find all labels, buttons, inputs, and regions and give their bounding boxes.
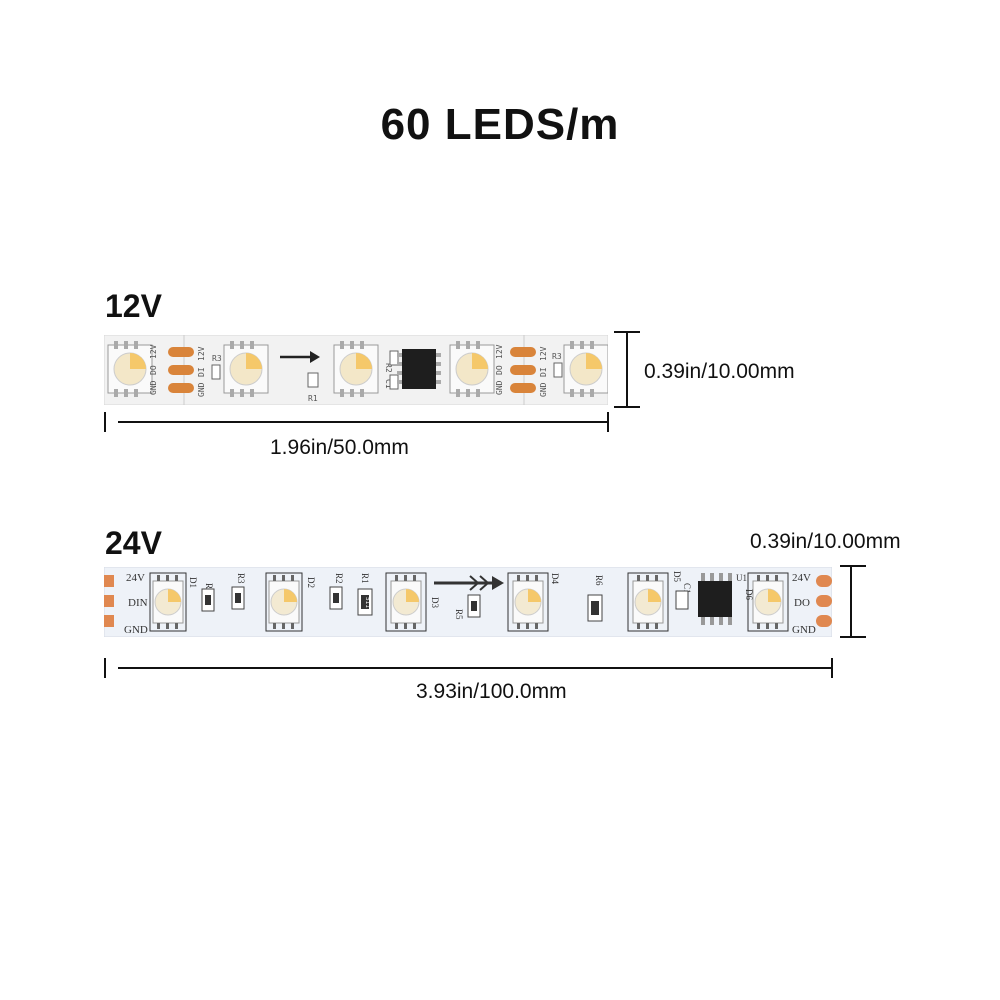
pad-label: DI: [539, 367, 548, 377]
pad-label: DI: [197, 367, 206, 377]
led-chip: [107, 341, 153, 397]
led-chip: [563, 341, 608, 397]
height-dimension-12v: [612, 331, 642, 409]
pad-label: GND: [197, 382, 206, 397]
height-dimension-12v-label: 0.39in/10.00mm: [644, 360, 795, 383]
pad-label: 12V: [539, 346, 548, 361]
strip-24v: 24V DIN GND D1 R4 R3 D2 R2 R1 511 D3: [104, 567, 832, 637]
pad-label: 24V: [126, 572, 145, 584]
direction-arrow-icon: [434, 575, 504, 591]
r2-label: R2: [384, 363, 393, 373]
r6-label: R6: [594, 575, 604, 586]
pad-label: DO: [495, 365, 504, 375]
direction-arrow-icon: [280, 351, 320, 363]
r3-label: R3: [212, 354, 222, 363]
pad-label: 24V: [792, 572, 811, 584]
solder-pads: [104, 575, 114, 627]
pad-label: GND: [495, 380, 504, 395]
r3-label: R3: [552, 352, 562, 361]
d6-label: D6: [744, 589, 754, 600]
pad-label: 12V: [495, 344, 504, 359]
led-chip: [149, 572, 187, 632]
c1-label: C1: [682, 583, 692, 594]
r3-label: R3: [236, 573, 246, 584]
height-dimension-24v: [838, 565, 868, 639]
r1-label: R1: [360, 573, 370, 584]
resistor-code: 511: [364, 597, 371, 608]
pad-label: 12V: [149, 344, 158, 359]
d3-label: D3: [430, 597, 440, 608]
led-chip: [385, 572, 427, 632]
r1-label: R1: [308, 394, 318, 403]
driver-ic: [698, 573, 732, 625]
solder-pads: [816, 575, 832, 627]
width-dimension-12v-label: 1.96in/50.0mm: [270, 436, 409, 459]
pad-label: 12V: [197, 346, 206, 361]
pad-label: GND: [149, 380, 158, 395]
pad-label: DO: [149, 365, 158, 375]
strip-12v: GND DO 12V GND DI 12V R3 R1 R2 C1: [104, 335, 608, 405]
led-chip: [223, 341, 269, 397]
c1-label: C1: [384, 379, 393, 389]
height-dimension-24v-label: 0.39in/10.00mm: [750, 530, 901, 553]
d1-label: D1: [188, 577, 198, 588]
pad-label: GND: [539, 382, 548, 397]
d5-label: D5: [672, 571, 682, 582]
led-chip: [265, 572, 303, 632]
strip-12v-label: 12V: [105, 288, 162, 324]
u1-label: U1: [736, 573, 747, 583]
pad-label: DO: [794, 597, 810, 609]
width-dimension-24v-label: 3.93in/100.0mm: [416, 680, 567, 703]
pad-label: DIN: [128, 597, 148, 609]
r5-label: R5: [454, 609, 464, 620]
r2-label: R2: [334, 573, 344, 584]
solder-pads: [168, 347, 194, 393]
strip-24v-label: 24V: [105, 525, 162, 561]
page-title: 60 LEDS/m: [380, 100, 620, 149]
led-chip: [449, 341, 495, 397]
d2-label: D2: [306, 577, 316, 588]
width-dimension-24v: [104, 656, 834, 680]
led-chip: [507, 572, 549, 632]
width-dimension-12v: [104, 410, 610, 434]
pad-label: GND: [124, 624, 148, 636]
led-chip: [747, 572, 789, 632]
led-chip: [333, 341, 379, 397]
d4-label: D4: [550, 573, 560, 584]
driver-ic: [397, 349, 441, 389]
pad-label: GND: [792, 624, 816, 636]
led-chip: [627, 572, 669, 632]
solder-pads: [510, 347, 536, 393]
